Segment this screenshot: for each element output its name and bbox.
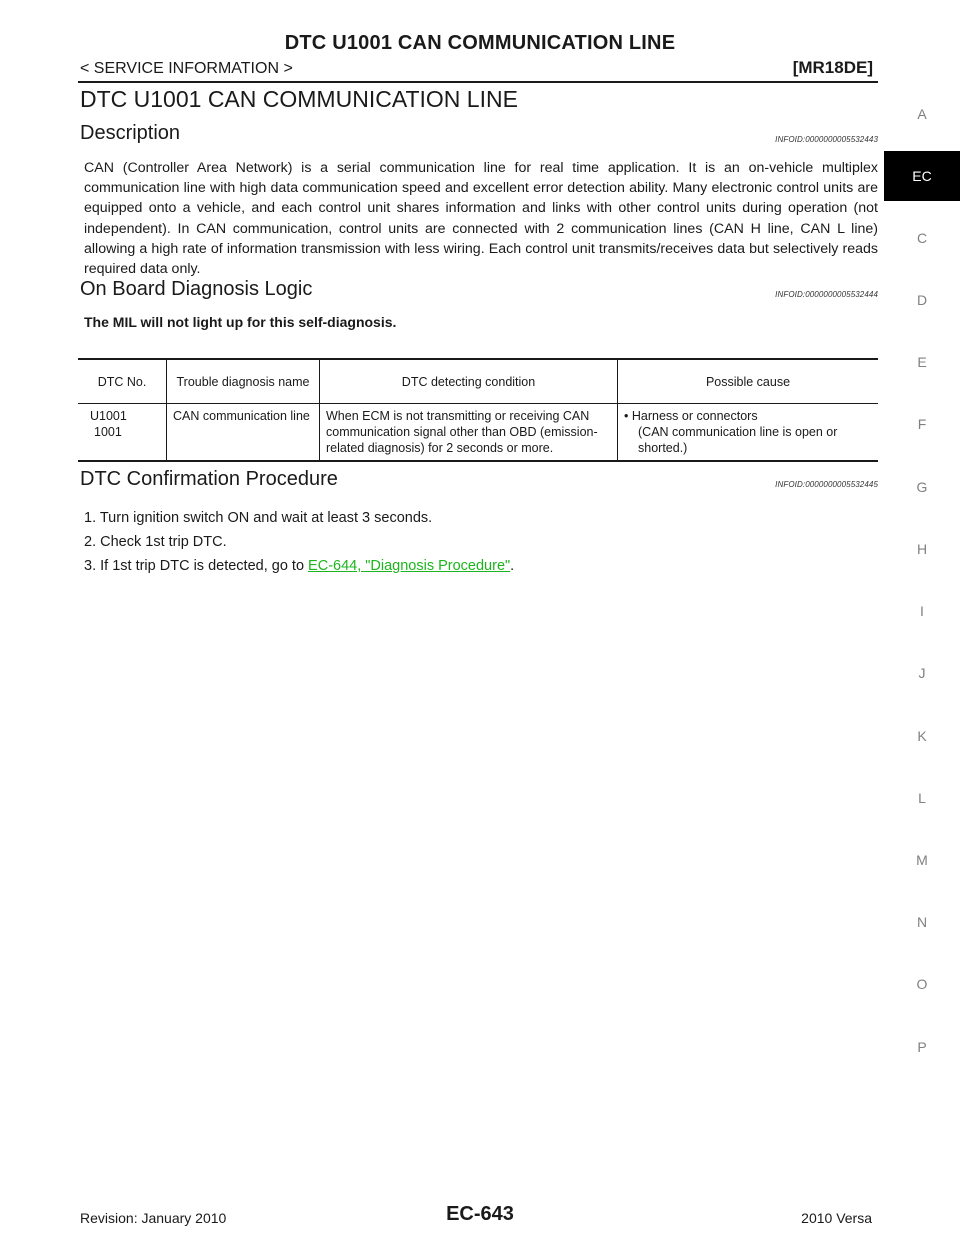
- confirmation-heading: DTC Confirmation Procedure: [80, 468, 338, 490]
- page-title: DTC U1001 CAN COMMUNICATION LINE: [80, 86, 518, 112]
- tab-o[interactable]: O: [916, 976, 928, 992]
- confirmation-infoid: INFOID:0000000005532445: [775, 480, 878, 489]
- tab-i[interactable]: I: [920, 603, 924, 619]
- running-header-title: DTC U1001 CAN COMMUNICATION LINE: [284, 32, 676, 54]
- dtc-code-1001: 1001: [94, 425, 122, 439]
- description-infoid: INFOID:0000000005532443: [775, 135, 878, 144]
- cause-bullet: • Harness or connectors: [624, 409, 758, 423]
- header-trouble-diagnosis-name: Trouble diagnosis name: [166, 359, 320, 404]
- tab-k[interactable]: K: [917, 728, 927, 744]
- header-dtc-no: DTC No.: [97, 374, 147, 389]
- tab-e[interactable]: E: [917, 354, 927, 370]
- header-divider: [78, 81, 878, 83]
- footer-model-year: 2010 Versa: [801, 1210, 872, 1226]
- tab-h[interactable]: H: [916, 541, 928, 557]
- procedure-step-3-tail: .: [510, 558, 515, 574]
- tab-c[interactable]: C: [916, 230, 928, 246]
- tab-g[interactable]: G: [916, 479, 928, 495]
- description-text: CAN (Controller Area Network) is a seria…: [84, 160, 878, 278]
- table-row: U1001 1001 CAN communication line When E…: [78, 403, 878, 462]
- procedure-step-3-text: 3. If 1st trip DTC is detected, go to: [84, 558, 309, 574]
- description-heading: Description: [80, 122, 181, 144]
- footer-page-number: EC-643: [446, 1203, 514, 1225]
- procedure-step-3: 3. If 1st trip DTC is detected, go to EC…: [84, 558, 514, 582]
- tab-ec[interactable]: EC: [884, 151, 960, 201]
- header-section-label: < SERVICE INFORMATION >: [80, 60, 293, 77]
- cell-dtc-no: U1001 1001: [78, 404, 167, 462]
- tab-l[interactable]: L: [918, 790, 926, 806]
- obd-logic-heading: On Board Diagnosis Logic: [80, 278, 313, 300]
- tab-j[interactable]: J: [918, 665, 926, 681]
- procedure-step-2: 2. Check 1st trip DTC.: [84, 534, 227, 550]
- procedure-step-1: 1. Turn ignition switch ON and wait at l…: [84, 510, 433, 526]
- tab-a[interactable]: A: [917, 106, 927, 122]
- dtc-table: DTC No. Trouble diagnosis name DTC detec…: [78, 358, 878, 462]
- tab-d[interactable]: D: [916, 292, 928, 308]
- footer-revision: Revision: January 2010: [80, 1210, 227, 1226]
- cause-detail: (CAN communication line is open or short…: [638, 425, 838, 455]
- dtc-table-header-row: DTC No. Trouble diagnosis name DTC detec…: [78, 359, 878, 404]
- tab-p[interactable]: P: [917, 1039, 927, 1055]
- tab-n[interactable]: N: [916, 914, 928, 930]
- dtc-code-u1001: U1001: [90, 409, 127, 423]
- header-possible-cause: Possible cause: [617, 359, 878, 404]
- header-model-code: [MR18DE]: [792, 58, 873, 77]
- obd-logic-infoid: INFOID:0000000005532444: [775, 290, 878, 299]
- cell-detecting-condition: When ECM is not transmitting or receivin…: [319, 403, 618, 461]
- cell-possible-cause: • Harness or connectors (CAN communicati…: [617, 403, 878, 461]
- header-dtc-detecting-condition: DTC detecting condition: [319, 359, 618, 404]
- diagnosis-procedure-link[interactable]: EC-644, "Diagnosis Procedure": [308, 558, 511, 574]
- mil-note: The MIL will not light up for this self-…: [84, 314, 397, 330]
- tab-f[interactable]: F: [917, 416, 927, 432]
- cell-trouble-name: CAN communication line: [166, 403, 320, 461]
- tab-m[interactable]: M: [916, 852, 928, 868]
- procedure-steps: 1. Turn ignition switch ON and wait at l…: [84, 510, 514, 582]
